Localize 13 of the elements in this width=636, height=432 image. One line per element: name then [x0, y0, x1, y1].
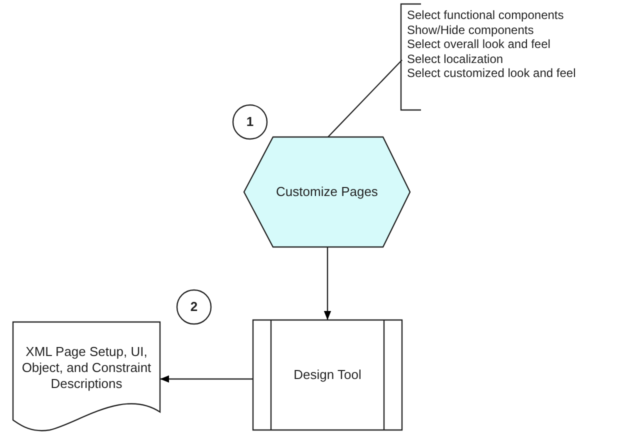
annotation-text: Show/Hide components: [407, 22, 534, 37]
node-label: Customize Pages: [275, 184, 379, 200]
leader-line: [328, 60, 402, 138]
annotation-text: Select customized look and feel: [407, 66, 576, 80]
node-label: Design Tool: [292, 367, 362, 383]
arrow: [324, 247, 332, 320]
annotation-text: Select localization: [407, 52, 504, 66]
arrow: [160, 375, 253, 383]
callout-number: 1: [245, 114, 255, 130]
annotation-text: Select overall look and feel: [407, 37, 550, 52]
node-label: XML Page Setup, UI, Object, and Constraint Descriptions: [20, 344, 152, 392]
annotation-text: Select functional components: [407, 8, 564, 22]
callout-number: 2: [189, 299, 199, 315]
